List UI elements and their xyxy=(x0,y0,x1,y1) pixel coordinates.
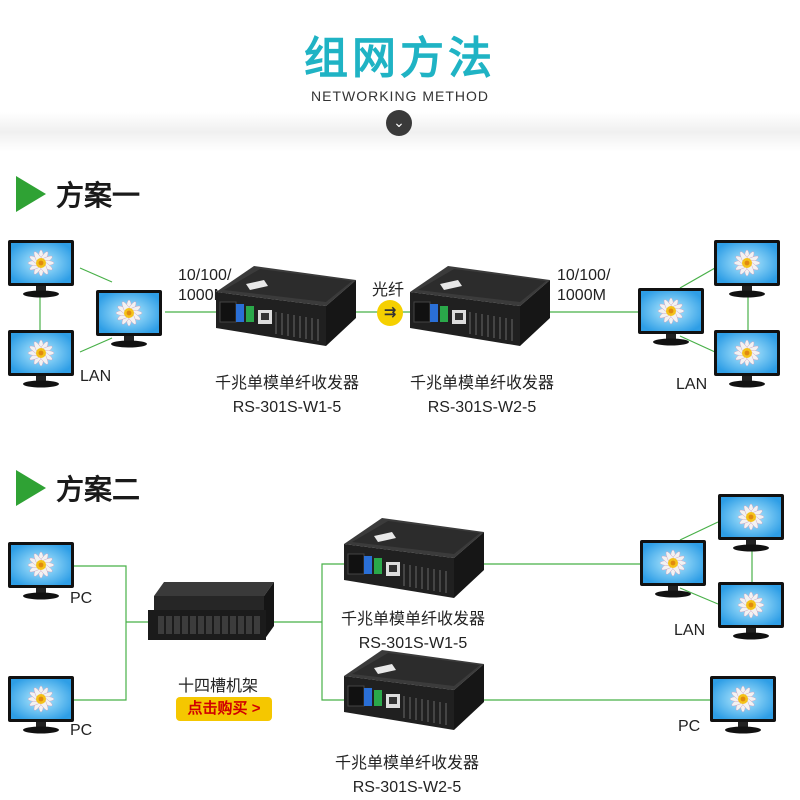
scheme1-heading: 方案一 xyxy=(56,179,141,212)
pc-monitor-icon xyxy=(8,676,74,734)
page-title: 组网方法 xyxy=(304,33,496,84)
scheme2-heading: 方案二 xyxy=(56,473,141,506)
lan-label: LAN xyxy=(80,368,112,385)
rack-name: 十四槽机架 xyxy=(178,678,259,695)
rack-chassis-icon xyxy=(148,582,274,640)
section-arrow-icon xyxy=(16,176,46,212)
pc-monitor-icon xyxy=(718,494,784,552)
media-converter-icon xyxy=(344,650,484,730)
pc-label: PC xyxy=(70,722,93,739)
pc-label: PC xyxy=(678,718,701,735)
pc-monitor-icon xyxy=(640,540,706,598)
scroll-down-icon[interactable]: ⌄ xyxy=(386,110,412,136)
pc-monitor-icon xyxy=(718,582,784,640)
lan-label: LAN xyxy=(674,622,706,639)
section-arrow-icon xyxy=(16,470,46,506)
page-subtitle: NETWORKING METHOD xyxy=(311,88,489,104)
fiber-label: 光纤 xyxy=(372,282,405,299)
speed-label-left: 10/100/1000M xyxy=(178,267,232,304)
buy-now-button[interactable]: 点击购买 > xyxy=(176,697,272,721)
speed-label-right: 10/100/1000M xyxy=(557,267,611,304)
lan-label: LAN xyxy=(676,376,708,393)
pc-label: PC xyxy=(70,590,93,607)
fiber-link-icon: ⇉ xyxy=(377,300,403,326)
pc-monitor-icon xyxy=(710,676,776,734)
media-converter-icon xyxy=(344,518,484,598)
pc-monitor-icon xyxy=(8,542,74,600)
